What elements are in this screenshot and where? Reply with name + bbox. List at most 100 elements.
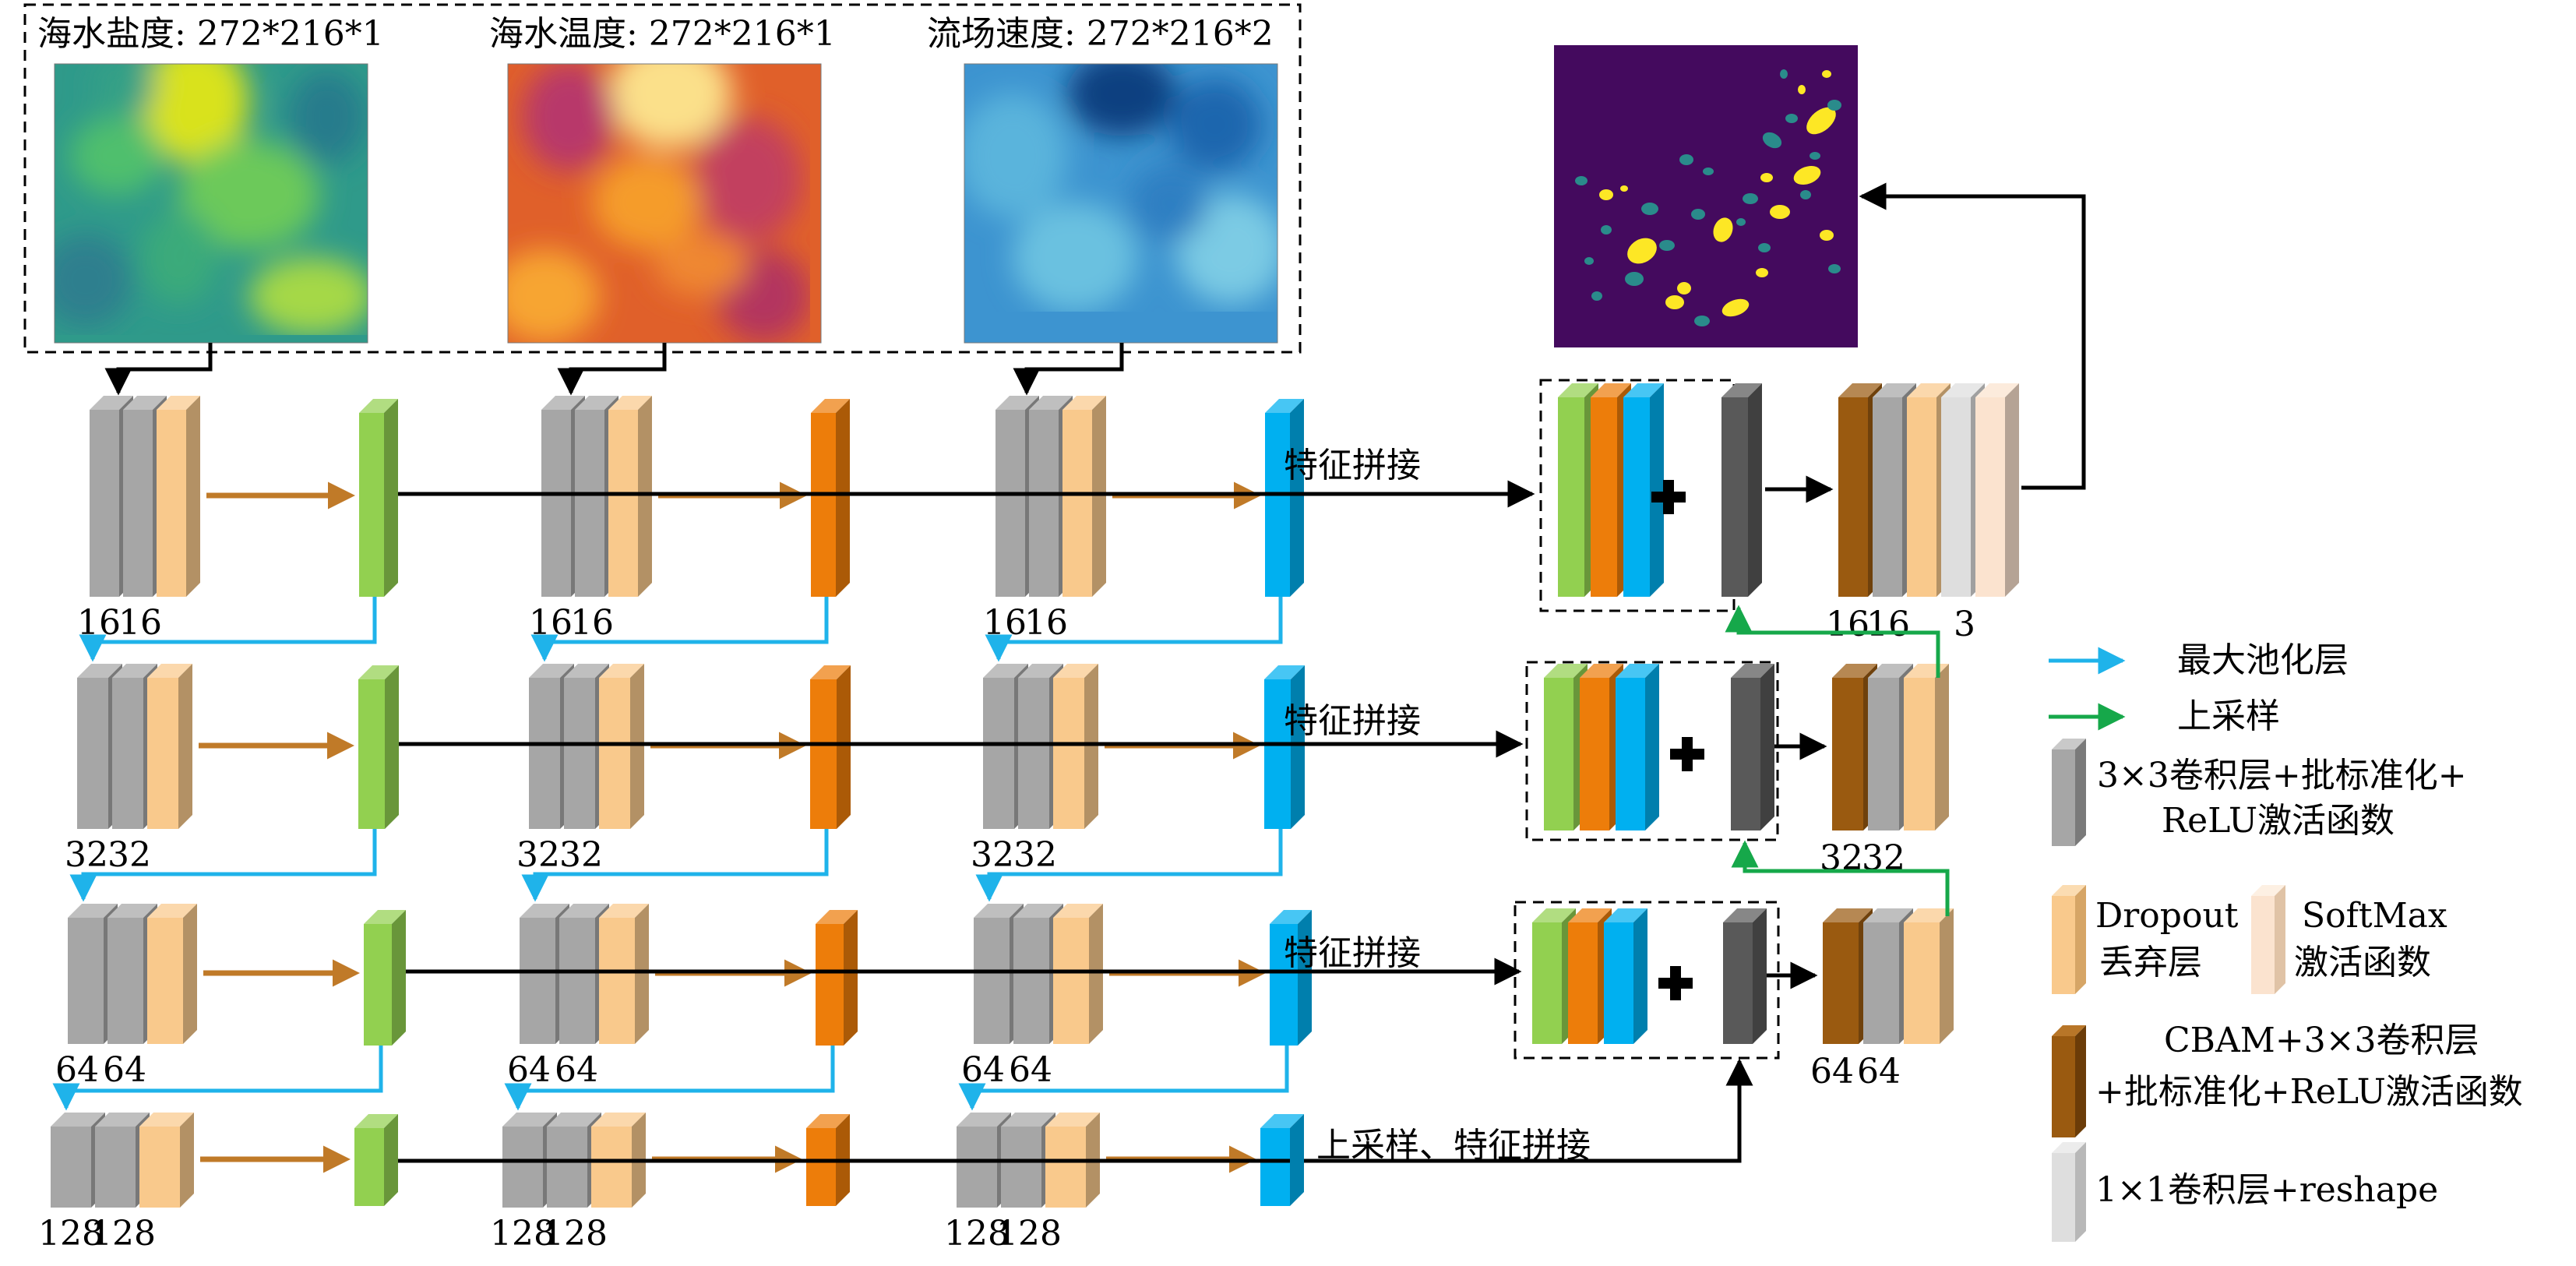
dropout-block-b2-r2 <box>599 664 644 829</box>
feature-block-blue-r4 <box>1260 1114 1304 1206</box>
conv-block-b1-r3-a <box>68 904 118 1044</box>
channel-label-b3-r4-b: 128 <box>996 1214 1062 1254</box>
decoder-softmax-block-r1 <box>1975 383 2019 597</box>
feature-block-orange-r2 <box>810 665 851 829</box>
feature-block-blue-r3 <box>1270 910 1312 1046</box>
channel-label-b3-r2-b: 32 <box>1013 835 1057 875</box>
legend: 最大池化层 上采样 3×3卷积层+批标准化+ ReLU激活函数 Dropout … <box>2049 640 2523 1242</box>
channel-label-b2-r2-b: 32 <box>559 835 603 875</box>
concat-label-row3: 特征拼接 <box>1284 933 1421 973</box>
legend-conv-line2: ReLU激活函数 <box>2162 801 2395 841</box>
channel-label-b3-r1-b: 16 <box>1024 603 1068 643</box>
temperature-title: 海水温度: 272*216*1 <box>489 14 836 54</box>
dropout-block-b3-r4 <box>1045 1113 1100 1208</box>
feature-block-blue-r1 <box>1265 399 1304 597</box>
dropout-block-b1-r1 <box>157 396 200 597</box>
legend-softmax-line2: 激活函数 <box>2294 943 2431 982</box>
channel-label-b2-r1-b: 16 <box>570 603 614 643</box>
channel-label-b2-r4-a: 128 <box>490 1214 555 1254</box>
channel-label-b2-r3-a: 64 <box>507 1050 551 1090</box>
bottom-upsample-arrow <box>1304 1058 1753 1163</box>
channel-label-b1-r2-a: 32 <box>65 835 108 875</box>
legend-upsample-text: 上采样 <box>2177 696 2280 736</box>
feature-block-blue-r2 <box>1264 665 1305 829</box>
concat-blue-block-r2 <box>1616 664 1659 830</box>
dropout-block-b1-r4 <box>139 1113 194 1208</box>
upsample-arrow-r3-to-r2 <box>1731 840 1950 916</box>
legend-maxpool-text: 最大池化层 <box>2177 640 2349 680</box>
legend-dropout-swatch <box>2052 885 2086 994</box>
dropout-block-b3-r1 <box>1062 396 1106 597</box>
upsampled-block-r2 <box>1731 664 1774 830</box>
concat-label-row2: 特征拼接 <box>1284 701 1421 741</box>
dropout-block-b1-r3 <box>147 904 197 1044</box>
input-arrow-velocity <box>1013 343 1124 396</box>
legend-cbam-swatch <box>2052 1025 2086 1137</box>
conv-block-b3-r2-b <box>1018 664 1063 829</box>
conv-block-b2-r3-b <box>559 904 609 1044</box>
upsample-concat-label: 上采样、特征拼接 <box>1316 1126 1591 1165</box>
channel-label-b1-r2-b: 32 <box>107 835 151 875</box>
legend-softmax-swatch <box>2251 885 2285 994</box>
decoder-label-r3-b: 64 <box>1857 1052 1901 1091</box>
maxpool-arrow-b3-r2 <box>975 829 1283 902</box>
decoder-label-r3-a: 64 <box>1810 1052 1854 1091</box>
channel-label-b1-r4-a: 128 <box>38 1214 104 1254</box>
input-arrow-salinity <box>104 343 213 396</box>
maxpool-arrow-b2-r3 <box>504 1046 835 1111</box>
channel-label-b2-r1-a: 16 <box>529 603 573 643</box>
concat-blue-block-r1 <box>1623 383 1664 597</box>
input-arrow-temperature <box>557 343 667 396</box>
legend-reshape-swatch <box>2052 1142 2086 1242</box>
channel-label-b3-r2-a: 32 <box>971 835 1014 875</box>
feature-block-orange-r4 <box>806 1114 850 1206</box>
channel-label-b2-r3-b: 64 <box>555 1050 598 1090</box>
dropout-block-b2-r1 <box>608 396 652 597</box>
concat-label-row1: 特征拼接 <box>1284 446 1421 485</box>
channel-label-b1-r1-a: 16 <box>77 603 121 643</box>
velocity-title: 流场速度: 272*216*2 <box>927 14 1274 54</box>
feature-block-green-r1 <box>359 399 398 597</box>
maxpool-arrow-b1-r3 <box>52 1046 383 1111</box>
channel-label-b1-r4-b: 128 <box>90 1214 156 1254</box>
plus-icon-r1 <box>1651 480 1686 514</box>
maxpool-arrow-b2-r2 <box>521 829 829 902</box>
legend-softmax-line1: SoftMax <box>2302 896 2447 936</box>
conv-block-b3-r3-b <box>1013 904 1063 1044</box>
legend-cbam-line1: CBAM+3×3卷积层 <box>2164 1021 2479 1060</box>
channel-label-b1-r1-b: 16 <box>118 603 162 643</box>
upsample-arrow-r2-to-r1 <box>1725 605 1940 678</box>
channel-label-b3-r3-b: 64 <box>1009 1050 1052 1090</box>
feature-block-green-r4 <box>354 1114 398 1206</box>
channel-label-b2-r4-b: 128 <box>542 1214 608 1254</box>
legend-cbam-line2: +批标准化+ReLU激活函数 <box>2095 1072 2523 1112</box>
velocity-map <box>964 64 1277 343</box>
dropout-block-b1-r2 <box>147 664 192 829</box>
decoder-dropout-block-r2 <box>1904 664 1949 830</box>
legend-dropout-line1: Dropout <box>2095 896 2239 936</box>
concat-blue-block-r3 <box>1604 908 1647 1044</box>
plus-icon-r3 <box>1658 966 1693 1000</box>
concat-group-r3 <box>1514 901 1780 1060</box>
maxpool-arrow-b1-r1 <box>79 597 377 662</box>
channel-label-b3-r3-a: 64 <box>961 1050 1005 1090</box>
output-arrow <box>1859 182 2086 490</box>
legend-conv-swatch <box>2052 739 2086 846</box>
channel-label-b1-r3-b: 64 <box>103 1050 146 1090</box>
dropout-block-b3-r2 <box>1053 664 1098 829</box>
dropout-block-b2-r3 <box>599 904 649 1044</box>
concat-group-r2 <box>1525 661 1779 841</box>
decoder-label-r1-a: 16 <box>1826 605 1869 644</box>
feature-block-orange-r1 <box>811 399 850 597</box>
dropout-block-b3-r3 <box>1053 904 1103 1044</box>
concat-green-block-r3 <box>1532 908 1576 1044</box>
decoder-label-r1-c: 3 <box>1954 605 1975 644</box>
salinity-title: 海水盐度: 272*216*1 <box>37 14 384 54</box>
temperature-map <box>508 64 821 343</box>
upsampled-block-r1 <box>1721 383 1762 597</box>
salinity-map <box>55 64 368 343</box>
channel-label-b2-r2-a: 32 <box>516 835 560 875</box>
plus-icon-r2 <box>1670 737 1704 771</box>
